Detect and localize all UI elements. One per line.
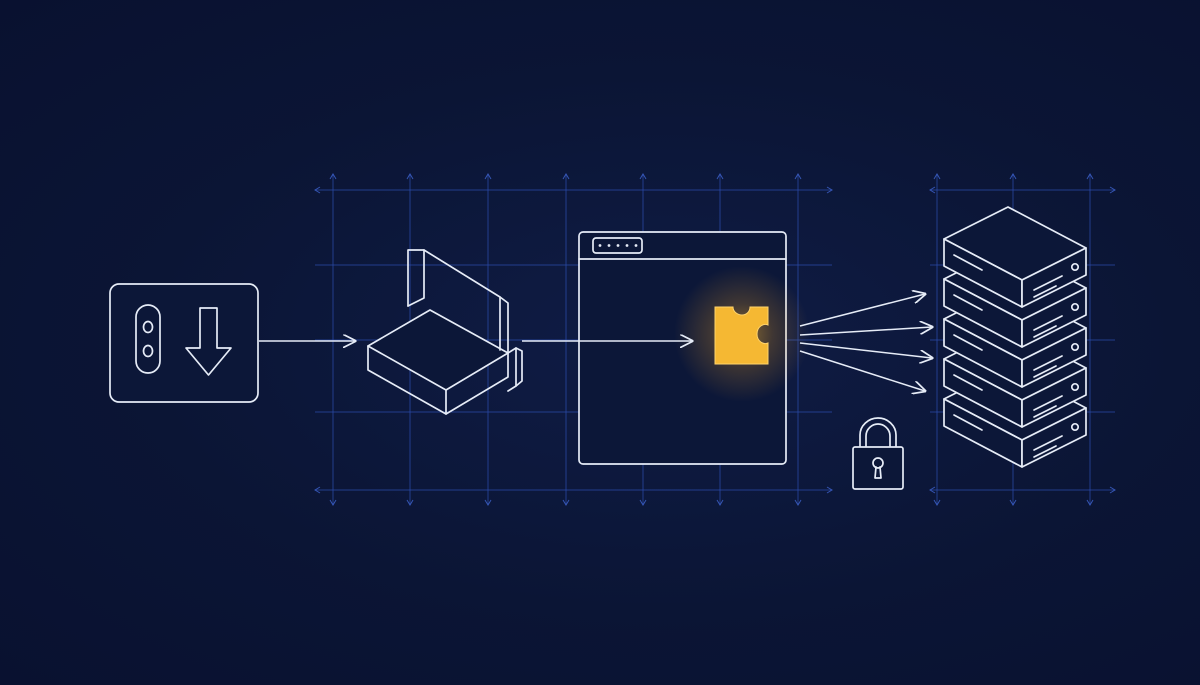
grid-arrowhead — [562, 499, 570, 506]
grid-arrowhead — [1109, 186, 1116, 194]
grid-arrowhead — [1009, 173, 1017, 180]
puzzle-piece-icon — [714, 306, 769, 365]
server-led — [1070, 422, 1080, 432]
grid-arrowhead — [1086, 499, 1094, 506]
server-side-face — [1021, 367, 1087, 428]
server-vent — [1033, 325, 1057, 338]
download-package-icon — [109, 283, 259, 403]
grid-arrowhead — [929, 186, 936, 194]
grid-arrowhead — [933, 499, 941, 506]
grid-arrowhead — [406, 173, 414, 180]
server-vent — [1033, 275, 1063, 291]
server-side-face — [1021, 247, 1087, 308]
grid-arrowhead — [933, 173, 941, 180]
grid-arrowhead — [826, 486, 833, 494]
server-side-face — [1021, 287, 1087, 348]
arrow-plugin-to-server-3 — [799, 342, 932, 358]
grid-arrowhead — [1086, 173, 1094, 180]
server-led — [1070, 382, 1080, 392]
laptop-icon — [367, 249, 523, 415]
grid-arrowhead — [794, 499, 802, 506]
grid-arrowhead — [314, 486, 321, 494]
server-vent — [1033, 445, 1057, 458]
grid-arrowhead — [562, 173, 570, 180]
arrow-plugin-to-server-4 — [799, 350, 925, 391]
arrow-plugin-to-server-1 — [799, 294, 925, 327]
server-slot — [953, 414, 983, 431]
grid-arrowhead — [329, 499, 337, 506]
grid-arrowhead — [639, 173, 647, 180]
grid-arrowhead — [929, 486, 936, 494]
padlock-icon — [852, 417, 904, 490]
grid-arrowhead — [794, 173, 802, 180]
server-vent — [1033, 405, 1057, 418]
grid-arrowhead — [314, 186, 321, 194]
server-unit — [943, 206, 1087, 308]
grid-arrowhead — [329, 173, 337, 180]
grid-arrowhead — [639, 499, 647, 506]
grid-arrowhead — [716, 173, 724, 180]
server-stack-icon — [943, 206, 1087, 468]
server-slot — [953, 254, 983, 271]
grid-arrowhead — [1009, 499, 1017, 506]
server-side-face — [1021, 327, 1087, 388]
grid-arrowhead — [716, 499, 724, 506]
server-vent — [1033, 365, 1057, 378]
server-led — [1070, 302, 1080, 312]
server-led — [1070, 342, 1080, 352]
server-vent — [1033, 315, 1063, 331]
grid-arrowhead — [484, 499, 492, 506]
grid-arrowhead — [826, 186, 833, 194]
server-slot — [953, 374, 983, 391]
server-vent — [1033, 285, 1057, 298]
grid-arrowhead — [1109, 486, 1116, 494]
server-vent — [1033, 435, 1063, 451]
server-slot — [953, 334, 983, 351]
server-side-face — [1021, 407, 1087, 468]
arrow-plugin-to-server-2 — [799, 327, 932, 336]
server-slot — [953, 294, 983, 311]
server-vent — [1033, 355, 1063, 371]
server-vent — [1033, 395, 1063, 411]
grid-arrowhead — [406, 499, 414, 506]
grid-arrowhead — [484, 173, 492, 180]
server-led — [1070, 262, 1080, 272]
